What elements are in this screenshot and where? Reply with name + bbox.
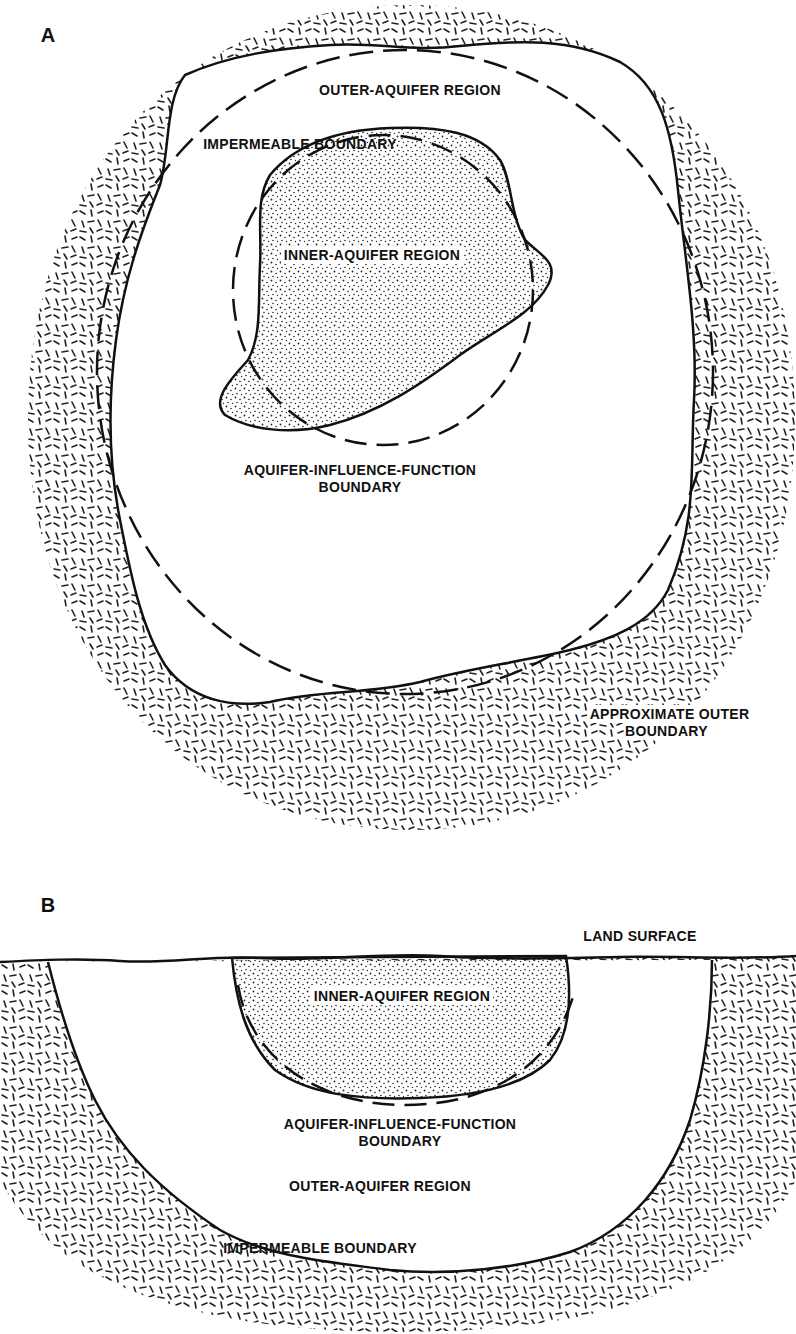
boundary-label: IMPERMEABLE BOUNDARY bbox=[210, 1240, 430, 1257]
aquifer-influence-function-boundary bbox=[238, 985, 575, 1105]
panel-letter: B bbox=[33, 894, 63, 916]
aquifer-region: OUTER-AQUIFER REGION INNER-AQUIFER REGION bbox=[110, 40, 700, 705]
aquifer-region: INNER-AQUIFER REGION bbox=[215, 125, 560, 435]
surface-label: LAND SURFACE bbox=[575, 928, 705, 945]
region-label: INNER-AQUIFER REGION bbox=[257, 247, 487, 264]
panel-letter: A bbox=[33, 24, 63, 46]
boundary-label: AQUIFER-INFLUENCE-FUNCTION BOUNDARY bbox=[210, 462, 510, 496]
aquifer-region: OUTER-AQUIFER REGION INNER-AQUIFER REGION bbox=[45, 958, 715, 1278]
impermeable-boundary bbox=[110, 42, 694, 704]
region-label: INNER-AQUIFER REGION bbox=[287, 988, 517, 1005]
approximate-outer-boundary bbox=[97, 50, 713, 694]
boundary-label: AQUIFER-INFLUENCE-FUNCTION BOUNDARY bbox=[250, 1116, 550, 1150]
aquifer-region: INNER-AQUIFER REGION bbox=[230, 956, 575, 1106]
inner-aquifer-outline bbox=[232, 956, 569, 1098]
boundary-label: IMPERMEABLE BOUNDARY bbox=[190, 136, 410, 153]
boundary-label: APPROXIMATE OUTER BOUNDARY bbox=[573, 706, 763, 740]
region-label: OUTER-AQUIFER REGION bbox=[280, 82, 540, 99]
region-label: OUTER-AQUIFER REGION bbox=[250, 1178, 510, 1195]
aquifer-influence-function-boundary bbox=[233, 135, 533, 445]
